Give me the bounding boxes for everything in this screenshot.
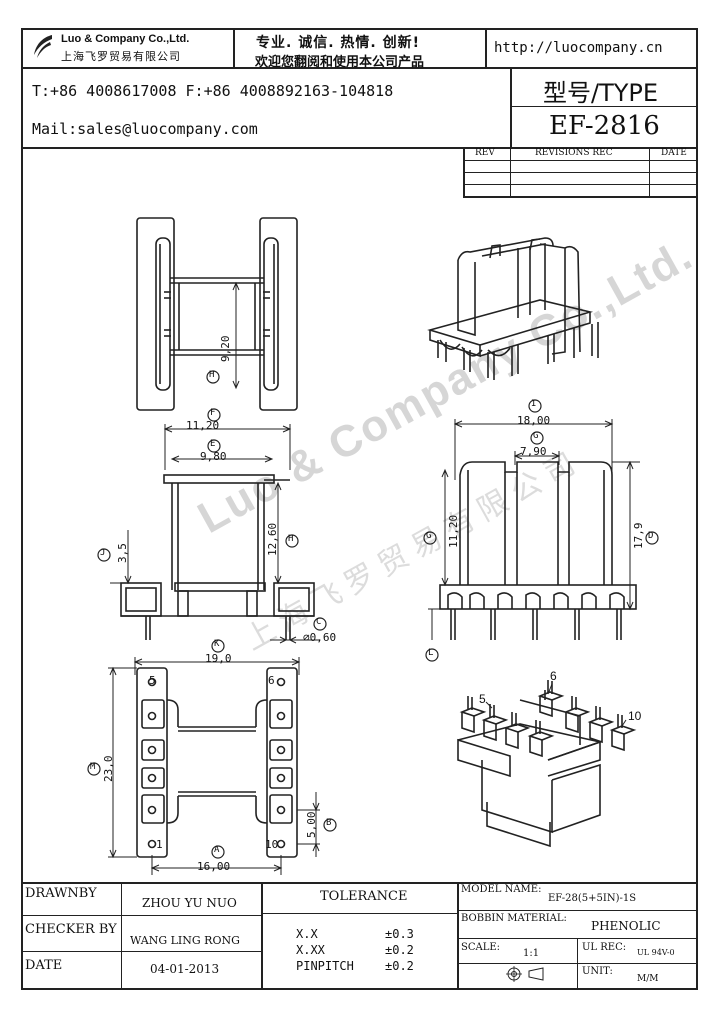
date-label: DATE	[25, 958, 63, 973]
slogan-line2: 欢迎您翻阅和使用本公司产品	[255, 55, 425, 70]
dim-M-value: 23,0	[102, 755, 115, 783]
projection-symbol-icon	[506, 966, 544, 982]
company-name-en: Luo & Company Co.,Ltd.	[61, 33, 190, 45]
slogan-line1: 专业. 诚信. 热情. 创新!	[256, 35, 420, 51]
dim-D-value: 17,9	[632, 522, 645, 550]
dim-B-letter: B	[326, 818, 332, 828]
date-col-header: DATE	[661, 148, 687, 158]
dim-G2-letter: G	[426, 531, 432, 541]
tol-pin-value: ±0.2	[385, 959, 414, 973]
dim-K-value: 19,0	[205, 652, 232, 665]
isometric-view-top	[427, 237, 599, 380]
scale-value: 1:1	[523, 948, 540, 959]
dim-E-value: 9,80	[200, 450, 227, 463]
dim-I-letter: I	[531, 399, 537, 409]
dim-G-value: 7,90	[520, 445, 547, 458]
top-view	[136, 217, 298, 411]
dim-J-value: 3,5	[116, 543, 129, 563]
pin-label-10: 10	[265, 838, 279, 851]
bottom-view	[87, 639, 337, 875]
checker-value: WANG LING RONG	[130, 934, 240, 947]
rec-col-header: REVISIONS REC	[535, 148, 613, 158]
contact-mail[interactable]: Mail:sales@luocompany.com	[32, 120, 258, 138]
model-value: EF-28(5+5IN)-1S	[548, 893, 637, 904]
dim-A-value: 16,00	[197, 860, 231, 873]
contact-phone: T:+86 4008617008 F:+86 4008892163-104818	[32, 82, 394, 100]
dim-J-letter: J	[100, 548, 106, 558]
unit-label: UNIT:	[582, 966, 613, 977]
tol-xxx-label: X.XX	[296, 943, 325, 957]
pin-label-1: 1	[156, 838, 163, 851]
dim-C-value: ⌀0,60	[303, 631, 337, 644]
type-value: EF-2816	[549, 111, 660, 141]
tol-pin-label: PINPITCH	[296, 959, 354, 973]
checker-label: CHECKER BY	[25, 922, 117, 937]
dim-E-letter: E	[210, 439, 216, 449]
dim-G2-value: 11,20	[447, 514, 460, 548]
dim-M-letter: M	[90, 762, 96, 772]
dim-A-letter: A	[214, 845, 220, 855]
bobbin-label: BOBBIN MATERIAL:	[461, 913, 567, 924]
drawnby-label: DRAWNBY	[25, 886, 97, 901]
dim-F-letter: F	[210, 408, 216, 418]
dim-C-letter: C	[316, 617, 322, 627]
dim-F-value: 11,20	[186, 419, 220, 432]
pin-label-6: 6	[268, 674, 275, 687]
date-value: 04-01-2013	[150, 962, 220, 976]
website-link[interactable]: http://luocompany.cn	[494, 40, 663, 56]
ul-label: UL REC:	[582, 942, 627, 953]
pin-label-5: 5	[149, 674, 156, 687]
isometric-view-bottom	[457, 680, 637, 848]
dim-G-letter: G	[533, 431, 539, 441]
drawing-frame	[21, 28, 698, 990]
front-view	[97, 408, 327, 644]
dim-H2-value: 12,60	[266, 522, 279, 556]
company-logo	[30, 33, 56, 61]
dim-H-value: 9,20	[219, 335, 232, 363]
company-name-cn: 上海飞罗贸易有限公司	[61, 50, 181, 63]
revisions-table: REV REVISIONS REC DATE	[463, 148, 698, 198]
iso-pin-label-5: 5	[479, 692, 486, 706]
iso-pin-label-10: 10	[628, 709, 642, 723]
leaf-logo-icon	[34, 35, 52, 58]
dim-K-letter: K	[214, 639, 220, 649]
dim-D-letter: D	[648, 531, 654, 541]
tol-xx-label: X.X	[296, 927, 318, 941]
drawnby-value: ZHOU YU NUO	[142, 896, 237, 910]
dim-L-letter: L	[428, 648, 434, 658]
ul-value: UL 94V-0	[637, 948, 675, 957]
tol-xx-value: ±0.3	[385, 927, 414, 941]
dim-B-value: 5,00	[305, 811, 318, 839]
dim-I-value: 18,00	[517, 414, 551, 427]
type-label: 型号/TYPE	[543, 79, 659, 107]
model-label: MODEL NAME:	[461, 884, 542, 895]
dim-H-letter: H	[209, 370, 215, 380]
tol-xxx-value: ±0.2	[385, 943, 414, 957]
unit-value: M/M	[637, 974, 659, 984]
dim-H2-letter: H	[288, 534, 294, 544]
iso-pin-label-6: 6	[550, 669, 557, 683]
tolerance-label: TOLERANCE	[320, 889, 408, 904]
rev-col-header: REV	[475, 148, 495, 158]
scale-label: SCALE:	[461, 942, 501, 953]
bobbin-value: PHENOLIC	[591, 919, 661, 933]
side-view	[423, 399, 659, 662]
